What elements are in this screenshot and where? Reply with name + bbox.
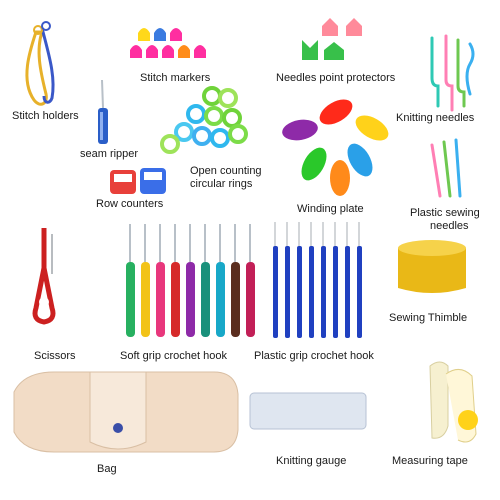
soft-grip-hook [186,224,195,337]
label-stitch-markers: Stitch markers [140,72,211,84]
needle-protectors-image [302,18,362,60]
measuring-tape-image [429,361,478,443]
label-plastic-sewing-line1: Plastic sewing [410,207,480,219]
winding-plate-image [282,99,389,196]
counting-rings-image [160,86,248,154]
label-counting-rings-line2: circular rings [190,178,253,190]
label-knitting-needles: Knitting needles [396,112,475,124]
plastic-grip-hook [321,222,326,338]
plastic-grip-hook [357,222,362,338]
label-seam-ripper: seam ripper [80,148,139,160]
soft-grip-hook [156,224,165,337]
label-sewing-thimble: Sewing Thimble [389,312,468,324]
plastic-needles-image [430,138,462,198]
label-row-counters: Row counters [96,198,164,210]
soft-grip-hooks-image [126,224,255,337]
label-needle-protectors: Needles point protectors [276,72,396,84]
plastic-grip-hook [273,222,278,338]
bag-image [13,371,239,453]
label-knitting-gauge: Knitting gauge [276,455,347,467]
plastic-grip-hooks-image [273,222,362,338]
plastic-grip-hook [309,222,314,338]
label-plastic-grip-hooks: Plastic grip crochet hook [254,350,374,362]
label-counting-rings-line1: Open counting [190,165,262,177]
soft-grip-hook [216,224,225,337]
label-plastic-sewing-line2: needles [430,220,469,232]
stitch-markers-image [130,28,206,58]
stitch-holders-image [25,21,55,106]
soft-grip-hook [126,224,135,337]
label-measuring-tape: Measuring tape [392,455,468,467]
label-stitch-holders: Stitch holders [12,110,79,122]
soft-grip-hook [231,224,240,337]
label-soft-grip-hooks: Soft grip crochet hook [120,350,228,362]
soft-grip-hook [201,224,210,337]
plastic-grip-hook [297,222,302,338]
seam-ripper-image [98,79,108,144]
cable-needles-image [430,34,475,112]
thimble-image [398,240,466,293]
plastic-grip-hook [285,222,290,338]
label-scissors: Scissors [34,350,76,362]
soft-grip-hook [171,224,180,337]
plastic-grip-hook [345,222,350,338]
soft-grip-hook [246,224,255,337]
soft-grip-hook [141,224,150,337]
scissors-image [32,228,56,325]
label-bag: Bag [97,463,117,475]
row-counters-image [110,168,166,194]
plastic-grip-hook [333,222,338,338]
label-winding-plate: Winding plate [297,203,364,215]
knitting-gauge-image [249,392,367,430]
